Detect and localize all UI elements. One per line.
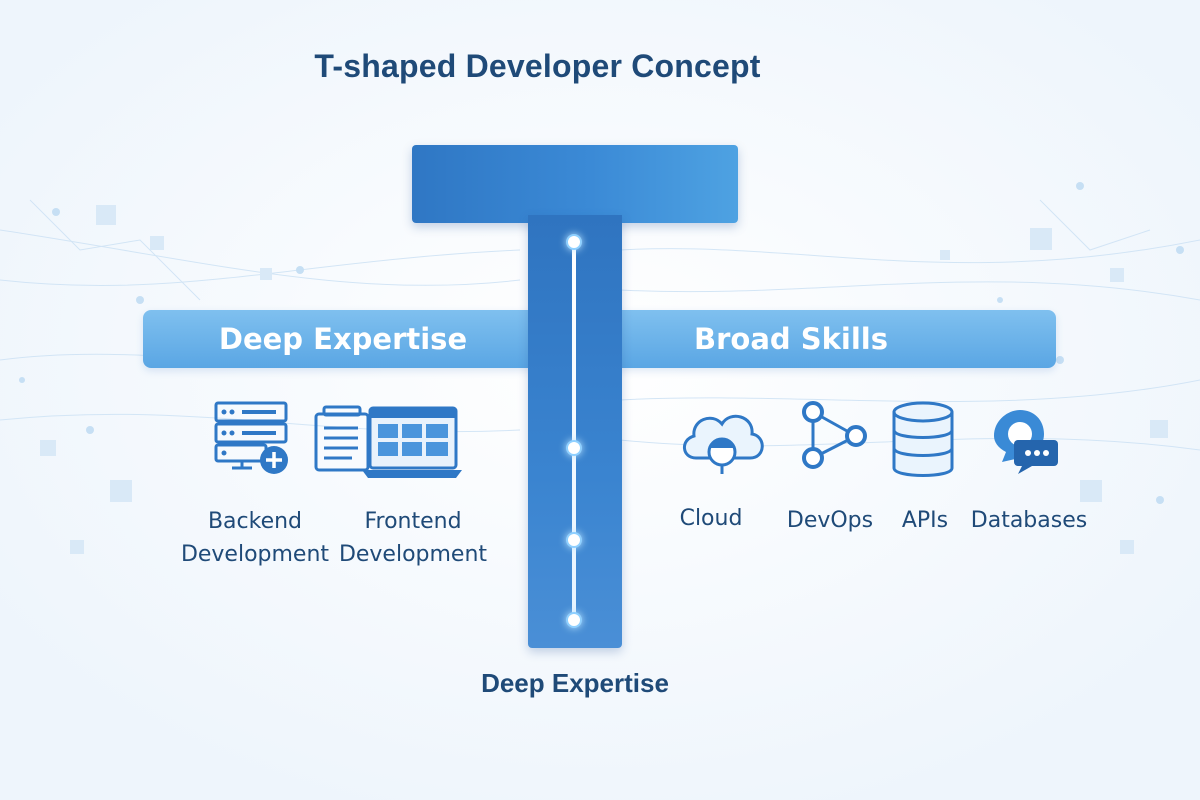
deep-expertise-band-label: Deep Expertise xyxy=(218,322,468,356)
browser-window-icon xyxy=(314,405,462,478)
depth-line xyxy=(572,241,576,619)
databases-label: Databases xyxy=(970,508,1088,533)
diagram-title: T-shaped Developer Concept xyxy=(314,48,761,84)
cloud-label: Cloud xyxy=(679,506,743,531)
frontend-development-label: Frontend Development xyxy=(338,509,488,567)
depth-node xyxy=(566,532,582,548)
t-crossbar xyxy=(412,145,738,223)
cloud-icon xyxy=(683,414,764,474)
broad-skills-band: Broad Skills xyxy=(610,310,1056,368)
backend-development-label: Backend Development xyxy=(180,509,330,567)
network-nodes-icon xyxy=(802,401,867,469)
server-icon xyxy=(214,401,288,474)
deep-expertise-caption: Deep Expertise xyxy=(481,668,669,698)
depth-node xyxy=(566,234,582,250)
apis-label: APIs xyxy=(901,508,949,533)
depth-node xyxy=(566,612,582,628)
deep-expertise-band: Deep Expertise xyxy=(143,310,543,368)
chat-bubble-icon xyxy=(994,410,1058,474)
devops-label: DevOps xyxy=(786,508,874,533)
broad-skills-band-label: Broad Skills xyxy=(693,322,888,356)
database-stack-icon xyxy=(892,401,954,477)
depth-node xyxy=(566,440,582,456)
